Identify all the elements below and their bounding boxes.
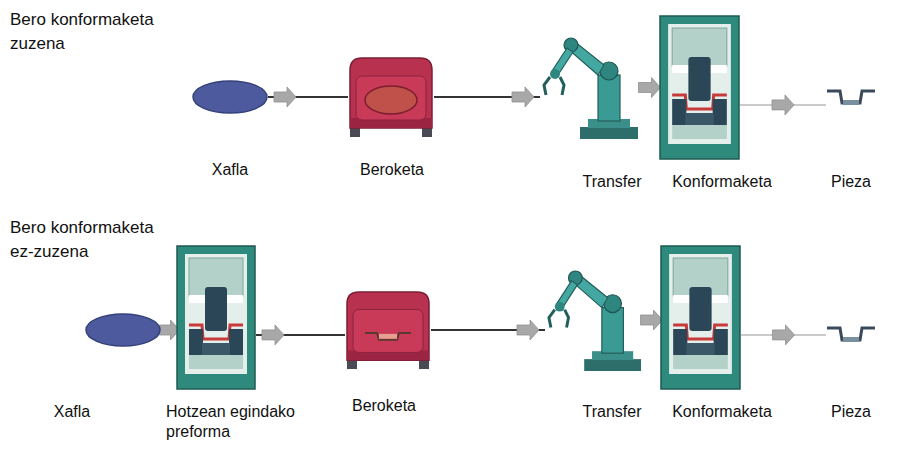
icon-drawing — [660, 245, 741, 390]
step-caption: Transfer — [583, 402, 642, 422]
step-caption: Hotzean egindako preforma — [166, 402, 316, 442]
flow-arrow — [741, 325, 826, 345]
sheet-blank: Xafla — [192, 80, 268, 114]
flow-arrow — [639, 78, 661, 98]
flow-arrow — [641, 310, 663, 330]
transfer-robot: Transfer — [540, 35, 640, 140]
icon-drawing — [348, 56, 434, 138]
step-caption: Xafla — [54, 402, 90, 422]
step-caption: Transfer — [583, 172, 642, 192]
flow-arrow — [256, 325, 345, 345]
icon-drawing — [545, 268, 643, 372]
icon-drawing — [826, 325, 876, 345]
icon-drawing — [345, 290, 431, 370]
flow-arrow — [431, 320, 545, 340]
step-caption: Beroketa — [352, 396, 416, 416]
icon-drawing — [540, 35, 640, 140]
sheet-blank: Xafla — [85, 313, 161, 347]
formed-part: Pieza — [826, 325, 876, 345]
icon-drawing — [192, 80, 268, 114]
flow-arrow — [268, 87, 348, 107]
press-machine: Hotzean egindako preforma — [176, 245, 256, 390]
heating-furnace: Beroketa — [348, 56, 434, 138]
icon-drawing — [826, 88, 876, 108]
step-caption: Konformaketa — [672, 172, 772, 192]
transfer-robot: Transfer — [545, 268, 643, 372]
icon-drawing — [659, 15, 740, 160]
step-caption: Beroketa — [360, 160, 424, 180]
flow-arrow — [740, 95, 826, 115]
heating-furnace: Beroketa — [345, 290, 431, 370]
step-caption: Xafla — [212, 160, 248, 180]
flow-arrow — [434, 87, 540, 107]
row-title: Bero konformaketa ez-zuzena — [10, 216, 175, 264]
press-machine: Konformaketa — [660, 245, 741, 390]
step-caption: Pieza — [831, 402, 871, 422]
row-title: Bero konformaketa zuzena — [10, 8, 175, 56]
step-caption: Pieza — [831, 172, 871, 192]
formed-part: Pieza — [826, 88, 876, 108]
step-caption: Konformaketa — [672, 402, 772, 422]
flow-arrow — [158, 320, 180, 340]
icon-drawing — [176, 245, 256, 390]
icon-drawing — [85, 313, 161, 347]
press-machine: Konformaketa — [659, 15, 740, 160]
